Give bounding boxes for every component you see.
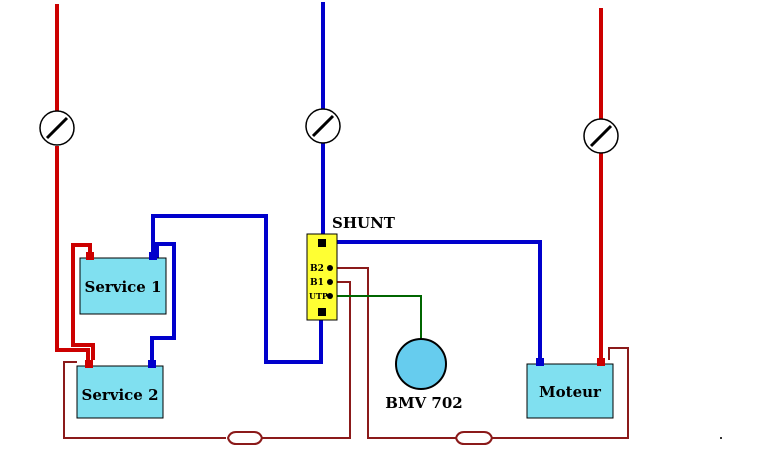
b2-wire-moteur-right	[492, 347, 629, 439]
sense-wires	[63, 267, 629, 439]
moteur-label: Moteur	[539, 383, 602, 401]
red-wire-main-left-lower	[55, 146, 90, 360]
stray-dot	[720, 437, 722, 439]
fuse-center	[305, 108, 341, 144]
wire-break-moteur	[454, 431, 494, 445]
b1-wire-service	[262, 281, 351, 439]
bmv-label: BMV 702	[385, 394, 462, 412]
utp-wire	[330, 295, 422, 342]
blue-wire-service1-to-service2	[150, 242, 176, 362]
b2-wire-moteur	[330, 267, 456, 439]
positive-wires-left	[55, 4, 95, 360]
service-1-battery: Service 1	[79, 252, 167, 315]
b1-wire-service-left	[63, 361, 226, 439]
shunt-terminal-utp: UTP	[309, 291, 328, 301]
red-wire-service1-positive	[71, 243, 95, 360]
fuse-left	[39, 110, 75, 146]
shunt: B2 B1 UTP SHUNT	[306, 214, 396, 321]
wire-break-service	[226, 431, 264, 445]
bmv-702-monitor: BMV 702	[385, 338, 463, 412]
service-2-battery: Service 2	[76, 360, 164, 419]
service-1-label: Service 1	[84, 278, 161, 296]
shunt-terminal-b1: B1	[310, 278, 324, 288]
blue-wire-shunt-to-moteur	[323, 240, 542, 360]
moteur-battery: Moteur	[526, 358, 614, 419]
blue-wire-service1-negative	[151, 214, 323, 364]
negative-wires	[150, 2, 542, 364]
service-2-label: Service 2	[81, 386, 158, 404]
shunt-label: SHUNT	[332, 214, 396, 232]
shunt-terminal-b2: B2	[310, 264, 324, 274]
fuse-right	[583, 118, 619, 154]
